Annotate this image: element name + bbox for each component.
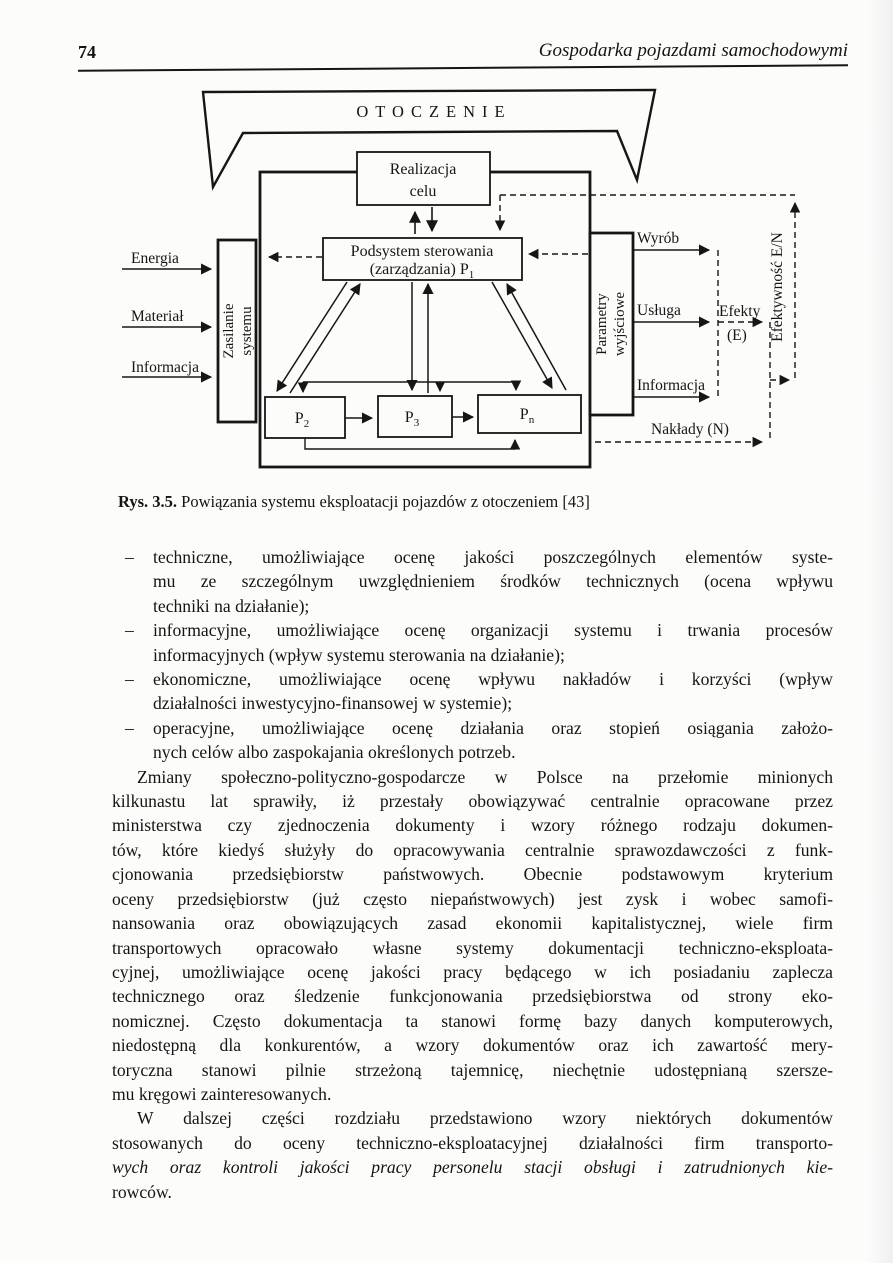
process-p2-box [264,396,346,439]
text-line: cyjnej, umożliwiające ocenę jakości prac… [112,961,833,982]
figure-caption-number: Rys. 3.5. [118,492,178,511]
text-line: tów, które kiedyś służyły do opracowywan… [112,839,833,860]
text-line: działalności inwestycyjno-finansowej w s… [153,693,513,714]
system-supply-box [216,238,258,424]
system-supply-label-line2: systemu [239,306,255,356]
goal-realization-label-line2: celu [410,183,437,200]
bullet-dash: – [125,717,134,738]
arrow-p2-to-p1 [289,283,361,394]
effects-label-line2: (E) [727,327,747,344]
bullet-dash: – [125,669,134,690]
text-line: W dalszej części rozdziału przedstawiono… [137,1108,833,1129]
environment-label: OTOCZENIE [356,102,511,121]
body-text: – techniczne, umożliwiające ocenę jakośc… [0,545,893,1204]
list-item: – techniczne, umożliwiające ocenę jakośc… [125,545,833,618]
text-line: ministerstwa czy zjednoczenia dokumenty … [112,815,833,836]
text-line: informacyjnych (wpływ systemu sterowania… [153,644,565,665]
output-parameters-label-line1: Parametry [594,293,610,355]
arrow-p1-to-p2 [276,281,348,392]
output-information-label: Informacja [637,377,705,394]
text-line: mu kręgowi zainteresowanych. [112,1083,332,1104]
figure-caption: Rys. 3.5. Powiązania systemu eksploatacj… [118,492,590,512]
text-line: niedostępną dla konkurentów, a wzory dok… [112,1035,833,1056]
figure-caption-text: Powiązania systemu eksploatacji pojazdów… [177,492,590,511]
process-p3-label: P3 [405,409,420,429]
list-item: – operacyjne, umożliwiające ocenę działa… [125,716,833,765]
control-subsystem-box [322,237,523,281]
text-line: nych celów albo zaspokajania określonych… [153,742,516,763]
control-subsystem-label-line2: (zarządzania) P1 [370,261,475,281]
text-line: operacyjne, umożliwiające ocenę działani… [153,717,833,738]
paragraph: Zmiany społeczno-polityczno-gospodarcze … [112,765,833,1107]
output-service-label: Usługa [637,302,681,319]
text-line: kilkunastu lat sprawiły, iż przestały ob… [112,791,833,812]
input-energy-label: Energia [131,250,179,267]
text-line: rowców. [112,1181,172,1202]
output-parameters-box [588,231,635,417]
input-information-label: Informacja [131,359,199,376]
text-line: nansowania oraz obowiązujących zasad eko… [112,913,833,934]
goal-realization-label-line1: Realizacja [390,161,457,178]
text-line: techniczne, umożliwiające ocenę jakości … [153,547,833,567]
output-product-label: Wyrób [637,230,679,247]
paragraph: W dalszej części rozdziału przedstawiono… [112,1106,833,1204]
goal-realization-box [356,151,491,206]
page-number: 74 [78,42,96,62]
process-p3-box [377,395,453,438]
text-line: ekonomiczne, umożliwiające ocenę wpływu … [153,669,833,690]
running-header-title: Gospodarka pojazdami samochodowymi [538,40,848,61]
text-line: toryczna stanowi pilnie strzeżoną tajemn… [112,1059,833,1080]
environment-banner [201,88,657,191]
bullet-dash: – [125,620,134,641]
process-p2-label: P2 [295,410,309,430]
text-line: transportowych opracowało własne systemy… [112,937,833,958]
text-line: mu ze szczególnym uwzględnieniem środków… [153,571,833,592]
bullet-dash: – [125,547,134,567]
text-line: nomicznej. Często dokumentacja ta stanow… [112,1010,833,1031]
figure-diagram: OTOCZENIE Realizacja celu Podsystem ster… [122,88,801,469]
text-line: techniki na działanie); [153,595,310,616]
effects-label-line1: Efekty [719,303,761,320]
outlays-label: Nakłady (N) [651,421,729,438]
input-material-label: Materiał [131,308,184,325]
text-line: oceny przedsiębiorstw (już często niepań… [112,888,833,909]
list-item: – ekonomiczne, umożliwiające ocenę wpływ… [125,667,833,716]
text-line: Zmiany społeczno-polityczno-gospodarcze … [137,766,833,787]
process-pn-box [477,394,582,434]
arrow-p1-to-pn [491,281,553,389]
arrow-pn-to-p1 [506,283,567,391]
text-line: informacyjne, umożliwiające ocenę organi… [153,620,833,641]
system-supply-label-line1: Zasilanie [221,303,237,358]
text-line-italic: wych oraz kontroli jakości pracy persone… [112,1157,833,1178]
text-line: technicznego oraz śledzenie funkcjonowan… [112,986,833,1007]
bypass-p2-to-pn [304,438,521,450]
text-line: cjonowania przedsiębiorstw państwowych. … [112,864,833,885]
efficiency-label: Efektywność E/N [769,232,786,342]
control-subsystem-label-line1: Podsystem sterowania [351,243,494,260]
list-item: – informacyjne, umożliwiające ocenę orga… [125,618,833,667]
output-parameters-label-line2: wyjściowe [612,292,628,356]
scan-edge-shadow [867,0,893,1263]
header-rule [78,64,848,72]
process-pn-label: Pn [520,406,535,426]
text-line: stosowanych do oceny techniczno-eksploat… [112,1132,833,1153]
